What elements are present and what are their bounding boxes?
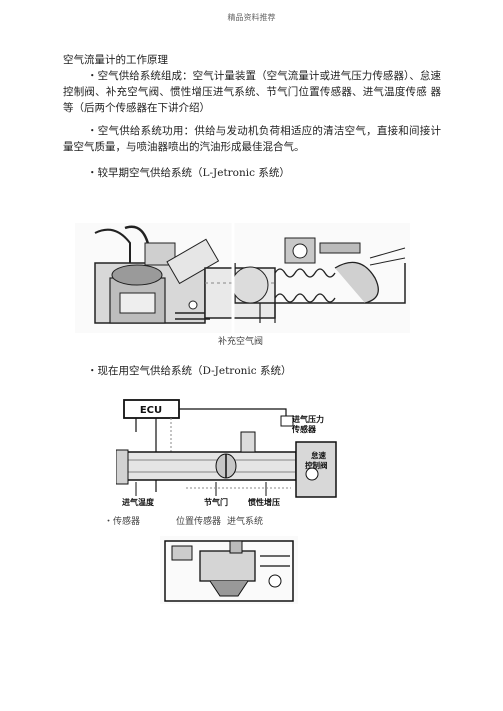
paragraph-function: ・空气供给系统功用：供给与发动机负荷相适应的清洁空气，直接和间接计量空气质量，与… [63,125,441,153]
throttle-body-illustration [231,237,406,323]
pressure-sensor-label-2: 传感器 [291,424,317,434]
idle-valve-label-1: 怠速 [311,450,326,460]
l-jetronic-engine-figure [75,223,410,333]
paragraph-composition: ・空气供给系统组成：空气计量装置（空气流量计或进气压力传感器）、怠速控制阀、补充… [63,70,441,114]
idle-valve-label-2: 控制阀 [305,460,328,470]
heading-d-jetronic: ・现在用空气供给系统（D-Jetronic 系统） [87,365,292,377]
caption-position-sensor: 位置传感器 [176,517,222,527]
section-title: 空气流量计的工作原理 [63,54,168,66]
throttle-label: 节气门 [204,497,228,507]
caption-sensor: ・传感器 [104,517,141,527]
intake-temp-label: 进气温度 [122,497,155,507]
ecu-label: ECU [140,405,162,416]
page-header: 精品资料推荐 [227,13,276,22]
cylinder-head-illustration [94,225,220,324]
pressure-sensor-label-1: 进气压力 [292,414,324,424]
heading-l-jetronic: ・较早期空气供给系统（L-Jetronic 系统） [87,167,290,179]
figure-caption-aux-valve: 补充空气阀 [218,337,264,347]
d-jetronic-schematic: ECU 进气压力 传感器 怠速 控制阀 进气温度 节气门 惯性增压 [116,392,338,512]
caption-intake-system: 进气系统 [227,517,264,527]
inertia-chamber-label: 惯性增压 [248,497,280,507]
engine-cross-section-figure [160,536,298,604]
air-filter-illustration [116,449,129,485]
